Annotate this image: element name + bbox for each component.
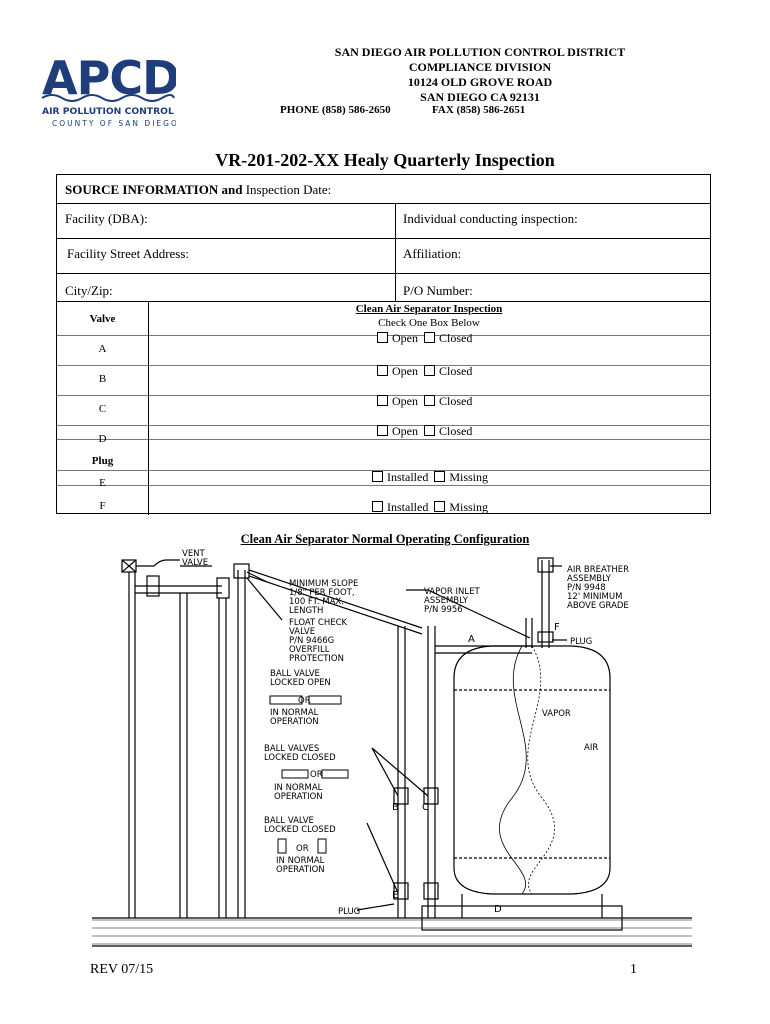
svg-text:P/N 9956: P/N 9956 — [424, 605, 463, 615]
svg-text:AIR POLLUTION CONTROL DISTRICT: AIR POLLUTION CONTROL DISTRICT — [42, 106, 176, 117]
svg-text:LOCKED CLOSED: LOCKED CLOSED — [264, 825, 336, 835]
source-info-label: SOURCE INFORMATION and Inspection Date: — [65, 182, 332, 197]
plug-f-installed-checkbox[interactable] — [372, 501, 383, 512]
svg-text:D: D — [494, 904, 502, 915]
svg-text:ABOVE GRADE: ABOVE GRADE — [567, 601, 629, 611]
svg-text:VALVE: VALVE — [182, 558, 208, 568]
check-one-note: Check One Box Below — [378, 317, 480, 329]
affiliation-label: Affiliation: — [403, 246, 462, 261]
valve-c-open-checkbox[interactable] — [377, 395, 388, 406]
inspection-header: Clean Air Separator Inspection — [355, 303, 503, 315]
street-address: 10124 OLD GROVE ROAD — [407, 75, 553, 89]
svg-text:100 FT. MAX.: 100 FT. MAX. — [289, 597, 344, 607]
svg-text:BALL VALVES: BALL VALVES — [264, 744, 319, 754]
svg-text:F: F — [554, 622, 560, 633]
valve-d-closed-checkbox[interactable] — [424, 425, 435, 436]
fax: FAX (858) 586-2651 — [432, 104, 526, 116]
valve-d-open-checkbox[interactable] — [377, 425, 388, 436]
plug-label-e: E — [99, 477, 106, 489]
svg-text:1/8" PER FOOT,: 1/8" PER FOOT, — [289, 588, 355, 598]
svg-text:BALL VALVE: BALL VALVE — [264, 816, 314, 826]
svg-text:FLOAT CHECK: FLOAT CHECK — [289, 618, 348, 628]
diagram-labels: VENT VALVE MINIMUM SLOPE 1/8" PER FOOT, … — [182, 549, 629, 917]
individual-label: Individual conducting inspection: — [403, 211, 578, 226]
valve-c-closed-checkbox[interactable] — [424, 395, 435, 406]
valve-header: Valve — [89, 313, 116, 325]
svg-text:BALL VALVE: BALL VALVE — [270, 669, 320, 679]
svg-text:AIR: AIR — [584, 743, 598, 753]
svg-text:VENT: VENT — [182, 549, 206, 559]
valve-b-closed-checkbox[interactable] — [424, 365, 435, 376]
svg-text:E: E — [392, 890, 398, 901]
svg-text:LOCKED OPEN: LOCKED OPEN — [270, 678, 331, 688]
po-number-label: P/O Number: — [403, 283, 473, 298]
svg-text:APCD: APCD — [42, 51, 176, 105]
valve-label-b: B — [98, 373, 107, 385]
svg-text:MINIMUM SLOPE: MINIMUM SLOPE — [289, 579, 358, 589]
city-address: SAN DIEGO CA 92131 — [420, 90, 540, 104]
svg-text:IN NORMAL: IN NORMAL — [274, 783, 323, 793]
svg-text:PROTECTION: PROTECTION — [289, 654, 344, 664]
city-zip-label: City/Zip: — [65, 283, 113, 298]
valve-c-options: Open Closed — [377, 394, 472, 409]
valve-d-options: Open Closed — [377, 424, 472, 439]
valve-b-open-checkbox[interactable] — [377, 365, 388, 376]
svg-text:IN NORMAL: IN NORMAL — [270, 708, 319, 718]
plug-header: Plug — [91, 455, 114, 467]
svg-text:PLUG: PLUG — [570, 637, 592, 647]
valve-label-a: A — [98, 343, 107, 355]
svg-text:OPERATION: OPERATION — [276, 865, 325, 875]
valve-b-options: Open Closed — [377, 364, 472, 379]
plug-f-missing-checkbox[interactable] — [434, 501, 446, 512]
phone: PHONE (858) 586-2650 — [280, 104, 391, 116]
svg-text:ASSEMBLY: ASSEMBLY — [424, 596, 469, 606]
svg-text:OR: OR — [298, 696, 311, 706]
inspection-date-label: Inspection Date: — [245, 182, 332, 197]
svg-text:PLUG: PLUG — [338, 907, 360, 917]
valve-a-open-checkbox[interactable] — [377, 332, 388, 343]
plug-e-missing-checkbox[interactable] — [434, 471, 446, 482]
svg-text:COUNTY OF SAN DIEGO: COUNTY OF SAN DIEGO — [52, 119, 176, 128]
svg-text:OR: OR — [296, 844, 309, 854]
valve-a-options: Open Closed — [377, 331, 472, 346]
plug-f-options: Installed Missing — [372, 500, 488, 515]
apcd-logo: APCD AIR POLLUTION CONTROL DISTRICT COUN… — [41, 51, 176, 128]
svg-text:VAPOR: VAPOR — [542, 709, 571, 719]
svg-text:C: C — [422, 802, 429, 813]
plug-label-f: F — [99, 500, 106, 512]
svg-text:12' MINIMUM: 12' MINIMUM — [567, 592, 622, 602]
svg-text:OVERFILL: OVERFILL — [289, 645, 330, 655]
facility-label: Facility (DBA): — [65, 211, 148, 226]
svg-text:P/N 9948: P/N 9948 — [567, 583, 606, 593]
inspection-form: SOURCE INFORMATION and Inspection Date: … — [56, 174, 711, 515]
revision-label: REV 07/15 — [90, 962, 154, 977]
svg-text:VALVE: VALVE — [289, 627, 315, 637]
svg-text:VAPOR INLET: VAPOR INLET — [424, 587, 480, 597]
clean-air-separator-diagram: VENT VALVE MINIMUM SLOPE 1/8" PER FOOT, … — [92, 549, 692, 947]
valve-label-c: C — [98, 403, 107, 415]
address-label: Facility Street Address: — [67, 246, 190, 261]
org-name: SAN DIEGO AIR POLLUTION CONTROL DISTRICT — [334, 45, 626, 59]
svg-text:LENGTH: LENGTH — [289, 606, 323, 616]
page-number: 1 — [630, 962, 637, 977]
svg-text:OR: OR — [310, 770, 323, 780]
svg-text:IN NORMAL: IN NORMAL — [276, 856, 325, 866]
svg-text:ASSEMBLY: ASSEMBLY — [567, 574, 612, 584]
page-title: VR-201-202-XX Healy Quarterly Inspection — [215, 150, 555, 170]
plug-e-options: Installed Missing — [372, 470, 488, 485]
svg-text:AIR BREATHER: AIR BREATHER — [567, 565, 629, 575]
valve-label-d: D — [98, 433, 107, 445]
svg-text:P/N 9466G: P/N 9466G — [289, 636, 334, 646]
svg-text:B: B — [392, 802, 399, 813]
diagram-title: Clean Air Separator Normal Operating Con… — [240, 532, 530, 546]
division: COMPLIANCE DIVISION — [408, 60, 552, 74]
plug-e-installed-checkbox[interactable] — [372, 471, 383, 482]
svg-text:LOCKED CLOSED: LOCKED CLOSED — [264, 753, 336, 763]
svg-text:OPERATION: OPERATION — [274, 792, 323, 802]
svg-text:A: A — [468, 634, 475, 645]
valve-a-closed-checkbox[interactable] — [424, 332, 435, 343]
svg-text:OPERATION: OPERATION — [270, 717, 319, 727]
